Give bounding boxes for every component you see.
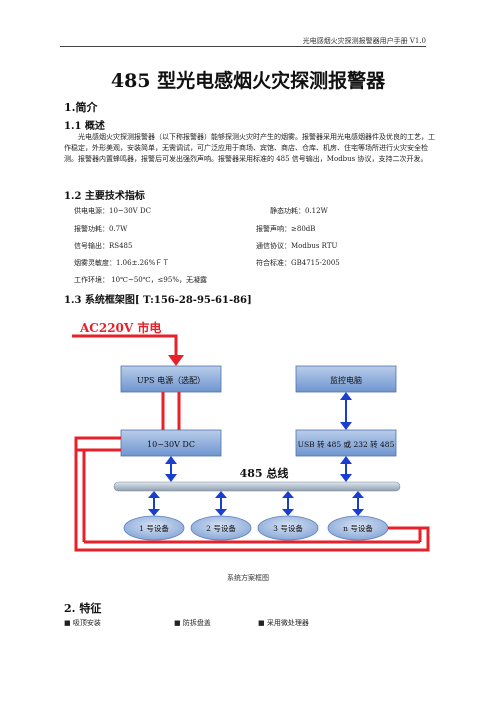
diagram-caption: 系统方案框图 [227,574,269,582]
spec-protocol: 通信协议：Modbus RTU [256,242,338,250]
dc-supply-label: 10~30V DC [147,440,195,449]
monitor-usb-arrow-up [340,392,352,400]
section-2-heading: 2. 特征 [64,602,102,615]
feature-tamper-cover: ■ 防拆盘盖 [174,619,211,627]
usb-converter-label: USB 转 485 或 232 转 485 [298,439,395,449]
device-3 [257,515,319,541]
overview-paragraph: 光电感烟火灾探测报警器（以下称报警器）能够探测火灾时产生的烟雾。报警器采用光电感… [64,133,435,163]
spec-static-power: 静态功耗：0.12W [270,207,328,215]
header-text: 光电感烟火灾探测报警器用户手册 V1.0 [302,37,426,45]
ac-arrow-head [168,355,184,366]
spec-environment: 工作环境： 10℃~50℃，≤95%，无凝露 [74,276,207,284]
spec-alarm-power: 报警功耗：0.7W [74,225,128,233]
section-1-1-heading: 1.1 概述 [64,121,105,132]
device-2 [190,515,252,541]
section-1-heading: 1.简介 [64,101,98,114]
usb-bus-arrow-down [340,474,352,482]
ac-line [72,334,178,340]
bus-label: 485 总线 [240,466,289,480]
dc-bus-arrow-down [165,474,177,482]
monitor-usb-arrow-down [340,422,352,430]
feature-microprocessor: ■ 采用微处理器 [258,619,309,627]
device-1-label: 1 号设备 [139,523,169,533]
spec-power-supply: 供电电源：10~30V DC [74,207,151,215]
section-1-3-heading: 1.3 系统框架图[ T:156-28-95-61-86] [64,295,252,306]
section-1-2-heading: 1.2 主要技术指标 [64,191,145,202]
ac-power-label: AC220V 市电 [79,320,161,335]
monitor-pc-label: 监控电脑 [330,375,362,385]
page-header: 光电感烟火灾探测报警器用户手册 V1.0 [60,24,426,47]
spec-standard: 符合标准：GB4715-2005 [256,259,340,267]
device-3-label: 3 号设备 [273,523,303,533]
device-n-label: n 号设备 [343,523,373,533]
device-links [148,491,364,516]
device-2-label: 2 号设备 [206,523,236,533]
monitor-pc-box [295,365,397,393]
ups-label: UPS 电源（选配） [137,375,205,385]
feature-ceiling-mount: ■ 吸顶安装 [64,619,101,627]
dc-bus-arrow-up [165,456,177,464]
rs485-bus [113,481,401,492]
usb-converter-box [295,429,397,457]
spec-signal-output: 信号输出：RS485 [74,242,133,250]
system-diagram: AC220V 市电 UPS 电源（选配） 监控电脑 10~30V DC USB … [72,320,430,552]
usb-bus-arrow-up [340,456,352,464]
dc-supply-box [120,429,222,457]
device-1 [123,515,185,541]
ups-box [120,365,222,393]
document-title: 485 型光电感烟火灾探测报警器 [110,70,386,92]
spec-sensitivity: 烟雾灵敏度：1.06±.26%ＦＴ [74,259,170,267]
spec-alarm-sound: 报警声响：≥80dB [256,225,316,233]
